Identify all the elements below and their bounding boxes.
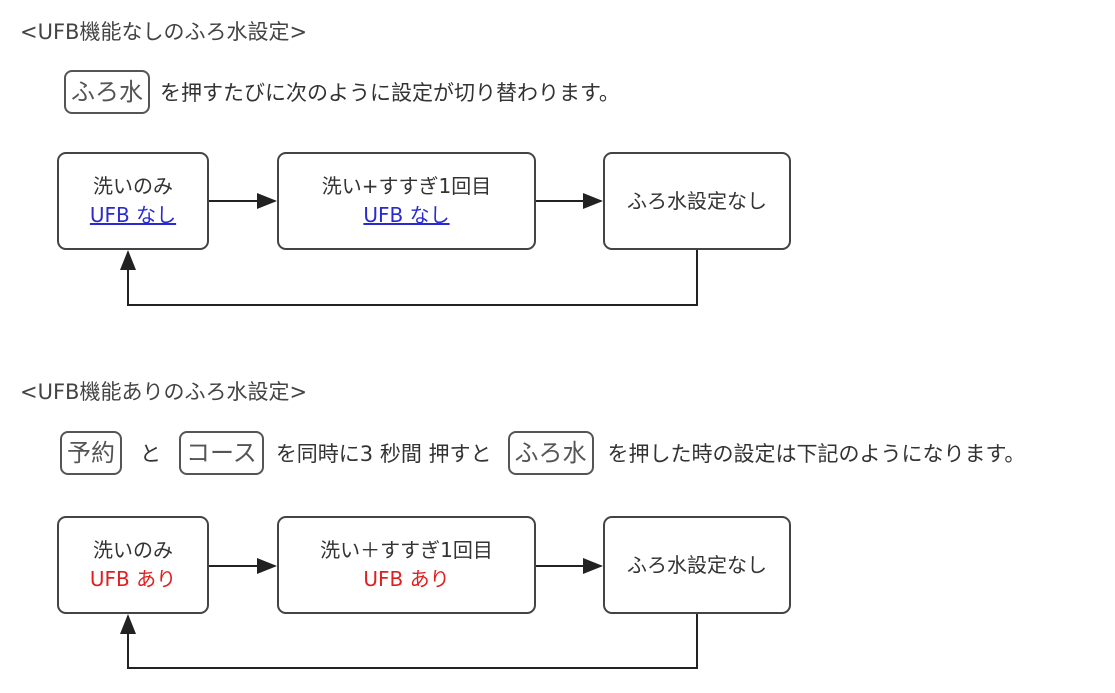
loop-arrow-1 [120,250,698,306]
step-label: 洗いのみ [93,538,173,562]
ufb-status: UFB なし [89,203,177,227]
reservation-key: 予約 [60,431,122,475]
step-no-setting: ふろ水設定なし [603,516,791,614]
step-label: 洗い+すすぎ1回目 [321,174,492,198]
section1-title: <UFB機能なしのふろ水設定> [20,20,308,44]
loop-arrow-2 [120,614,698,669]
and-text: と [140,442,161,466]
step-label: ふろ水設定なし [627,188,767,213]
step-label: 洗いのみ [93,174,173,198]
step-no-setting: ふろ水設定なし [603,152,791,250]
instruction-text: を同時に3 秒間 押すと [275,442,492,466]
furo-water-key: ふろ水 [507,431,594,475]
step-label: ふろ水設定なし [627,552,767,577]
step-wash-rinse-no-ufb: 洗い+すすぎ1回目 UFB なし [277,152,536,250]
step-wash-rinse-ufb: 洗い＋すすぎ1回目 UFB あり [277,516,536,614]
instruction-text: を押すたびに次のように設定が切り替わります。 [160,81,620,105]
ufb-status: UFB あり [89,567,177,591]
step-label: 洗い＋すすぎ1回目 [320,538,493,562]
instruction-text: を押した時の設定は下記のようになります。 [607,442,1026,466]
section2-instruction: 予約 と コース を同時に3 秒間 押すと ふろ水 を押した時の設定は下記のよう… [60,431,1025,475]
step-wash-only-ufb: 洗いのみ UFB あり [57,516,209,614]
course-key: コース [179,431,264,475]
step-wash-only-no-ufb: 洗いのみ UFB なし [57,152,209,250]
section1-instruction: ふろ水 を押すたびに次のように設定が切り替わります。 [64,70,620,114]
furo-water-key: ふろ水 [64,70,150,114]
ufb-status: UFB あり [363,567,450,591]
ufb-status: UFB なし [363,203,450,227]
section2-title: <UFB機能ありのふろ水設定> [20,380,308,404]
